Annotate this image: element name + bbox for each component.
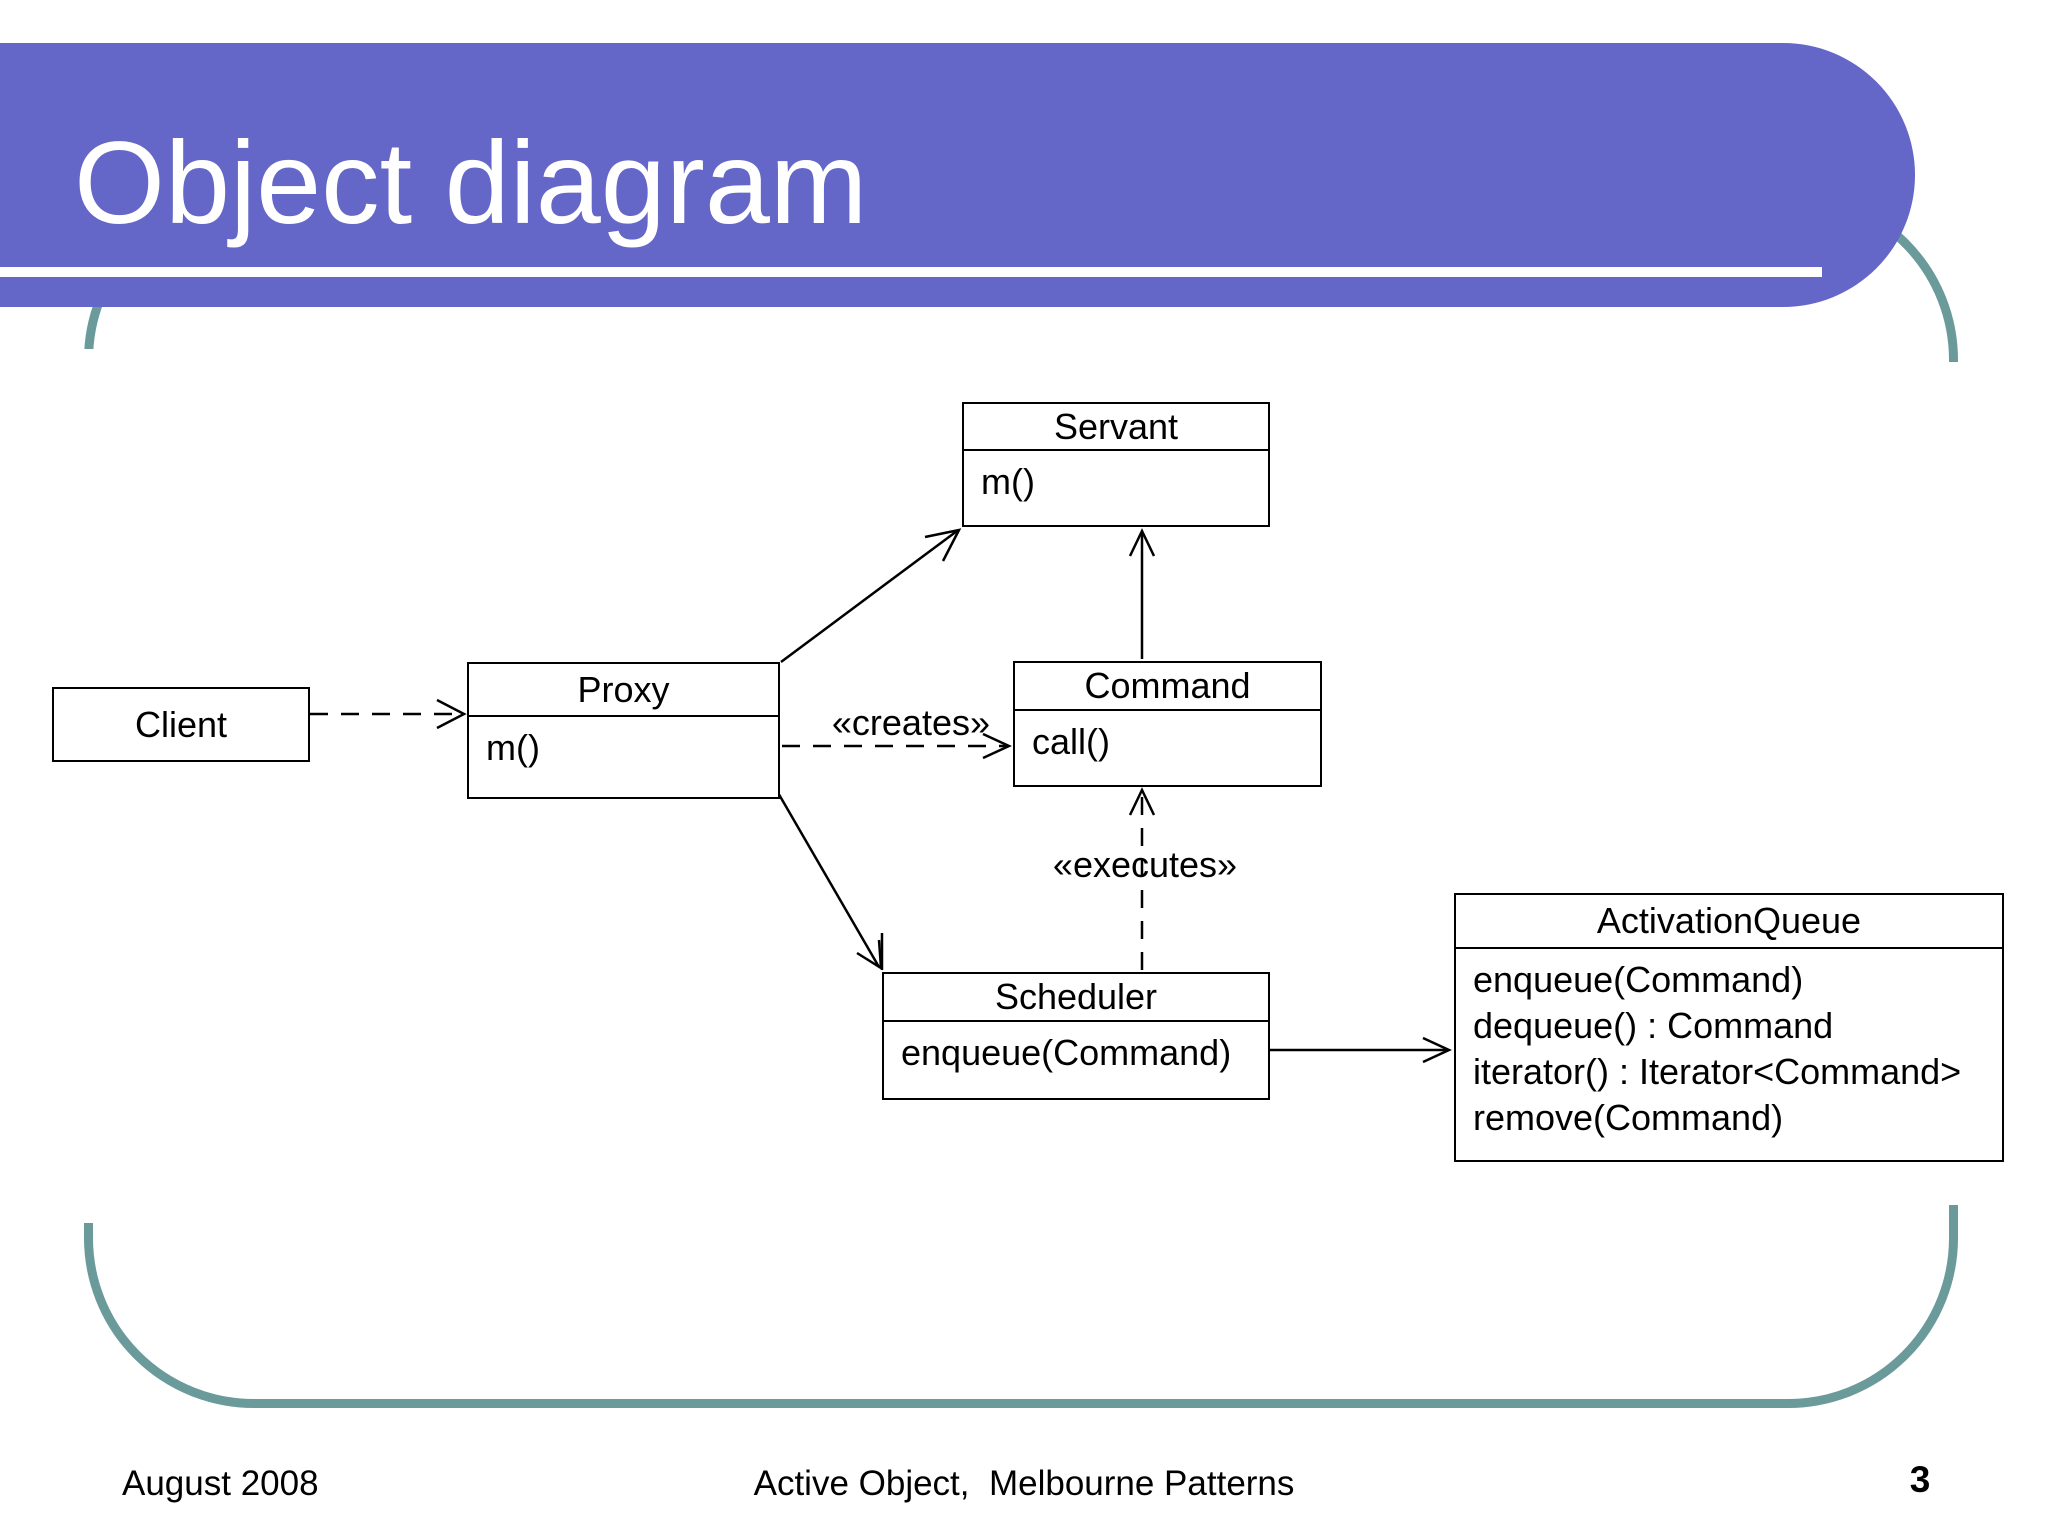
footer-page-number: 3 (1909, 1459, 1931, 1500)
edge-label-executes: «executes» (1052, 844, 1238, 885)
title-banner: Object diagram (0, 43, 1915, 307)
class-member: remove(Command) (1473, 1097, 1784, 1138)
class-name-command: Command (1015, 663, 1320, 711)
class-member: enqueue(Command) (1473, 959, 1804, 1000)
class-box-activationqueue: ActivationQueue enqueue(Command) dequeue… (1454, 893, 2004, 1162)
class-name-client: Client (134, 703, 228, 745)
class-member: m() (486, 727, 540, 768)
class-box-command: Command call() (1013, 661, 1322, 787)
class-name-scheduler: Scheduler (884, 974, 1268, 1022)
class-member: enqueue(Command) (901, 1032, 1232, 1073)
title-underline (0, 267, 1822, 277)
class-box-proxy: Proxy m() (467, 662, 780, 799)
class-member: iterator() : Iterator<Command> (1473, 1051, 1962, 1092)
edge-proxy-command-arrowhead (982, 732, 1012, 760)
class-name-proxy: Proxy (469, 664, 778, 717)
frame-cover-left (68, 349, 106, 1223)
edge-client-proxy-arrowhead (436, 698, 467, 730)
edge-label-creates: «creates» (831, 702, 990, 743)
edge-command-servant-arrowhead (1128, 528, 1156, 557)
edge-scheduler-activationqueue-arrowhead (1422, 1036, 1452, 1064)
class-member: call() (1032, 721, 1110, 762)
class-box-client: Client (52, 687, 310, 762)
edge-proxy-servant-line (780, 529, 958, 664)
slide-title: Object diagram (74, 117, 868, 248)
class-members-scheduler: enqueue(Command) (884, 1022, 1268, 1076)
edge-proxy-scheduler-line (775, 790, 881, 968)
class-box-scheduler: Scheduler enqueue(Command) (882, 972, 1270, 1100)
class-box-servant: Servant m() (962, 402, 1270, 527)
footer-presentation-title: Active Object, Melbourne Patterns (753, 1464, 1295, 1503)
class-name-activationqueue: ActivationQueue (1456, 895, 2002, 949)
class-members-servant: m() (964, 451, 1268, 505)
class-members-proxy: m() (469, 717, 778, 771)
edge-proxy-servant-arrowhead (924, 528, 962, 562)
class-members-activationqueue: enqueue(Command) dequeue() : Command ite… (1456, 949, 2002, 1141)
class-name-servant: Servant (964, 404, 1268, 451)
class-member: m() (981, 461, 1035, 502)
class-member: dequeue() : Command (1473, 1005, 1834, 1046)
edge-scheduler-command-arrowhead (1128, 787, 1156, 816)
footer-date: August 2008 (122, 1464, 319, 1503)
class-members-command: call() (1015, 711, 1320, 765)
